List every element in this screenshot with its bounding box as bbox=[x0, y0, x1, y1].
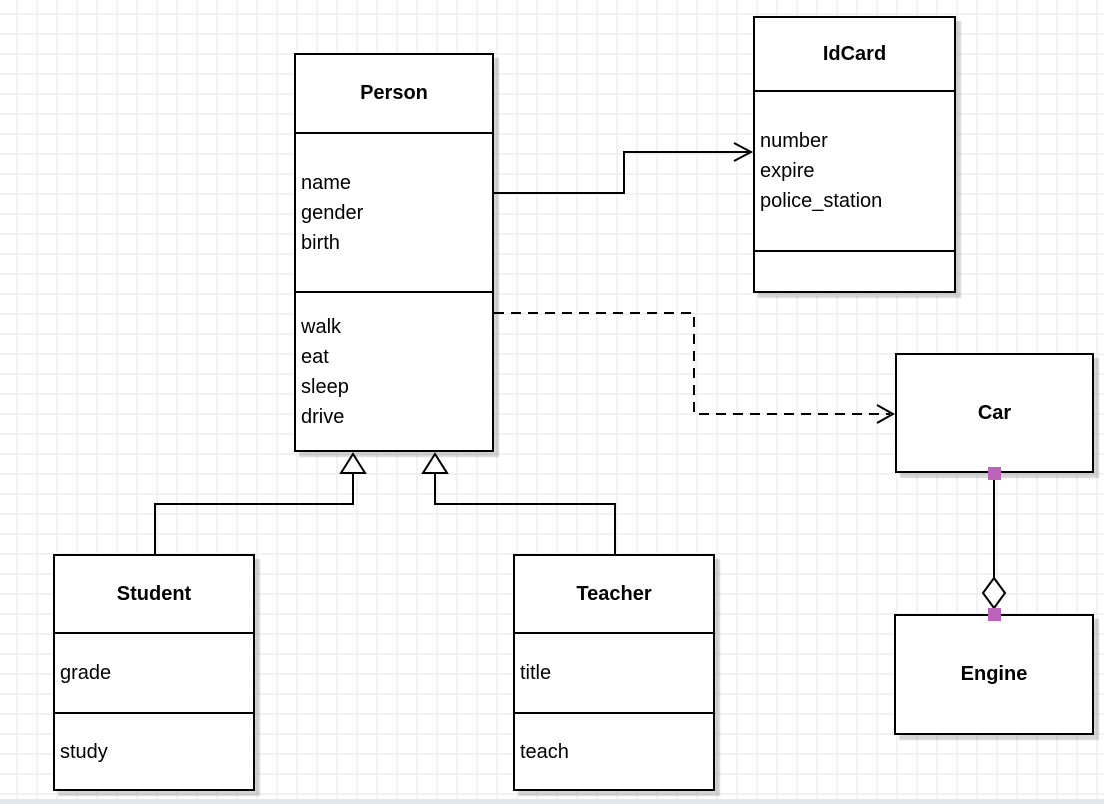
class-student-title: Student bbox=[55, 556, 253, 634]
edge-generalization-teacher-person[interactable] bbox=[421, 452, 616, 554]
class-teacher-attributes: title bbox=[515, 634, 713, 714]
attribute: grade bbox=[60, 662, 112, 684]
class-student-methods: study bbox=[55, 714, 253, 789]
edge-generalization-student-person[interactable] bbox=[154, 452, 367, 554]
class-teacher-methods: teach bbox=[515, 714, 713, 789]
class-person-attributes: name gender birth bbox=[296, 134, 492, 293]
open-arrow-icon bbox=[876, 404, 896, 424]
attribute: number bbox=[760, 130, 828, 152]
class-engine-title: Engine bbox=[960, 663, 1028, 685]
attribute: police_station bbox=[760, 190, 883, 212]
class-idcard-methods-empty bbox=[755, 252, 954, 291]
class-student[interactable]: Student grade study bbox=[53, 554, 255, 791]
method: study bbox=[60, 740, 108, 763]
attribute: title bbox=[520, 662, 552, 684]
class-person[interactable]: Person name gender birth walk eat sleep … bbox=[294, 53, 494, 452]
method: eat bbox=[301, 345, 329, 368]
class-person-title: Person bbox=[296, 55, 492, 134]
open-arrow-icon bbox=[733, 142, 754, 162]
hollow-diamond-icon bbox=[981, 576, 1007, 610]
class-car[interactable]: Car bbox=[895, 353, 1094, 473]
hollow-triangle-icon bbox=[421, 452, 449, 474]
hollow-triangle-icon bbox=[339, 452, 367, 474]
class-teacher[interactable]: Teacher title teach bbox=[513, 554, 715, 791]
attribute: gender bbox=[301, 201, 364, 224]
class-idcard-attributes: number expire police_station bbox=[755, 92, 954, 252]
class-student-attributes: grade bbox=[55, 634, 253, 714]
attribute: name bbox=[301, 171, 352, 194]
class-engine[interactable]: Engine bbox=[894, 614, 1094, 735]
class-idcard-title: IdCard bbox=[755, 18, 954, 92]
page-boundary bbox=[0, 799, 1104, 804]
edge-dependency-person-car[interactable] bbox=[494, 312, 896, 424]
attribute: birth bbox=[301, 231, 340, 254]
class-idcard[interactable]: IdCard number expire police_station bbox=[753, 16, 956, 293]
class-person-methods: walk eat sleep drive bbox=[296, 293, 492, 450]
attribute: expire bbox=[760, 160, 815, 182]
method: teach bbox=[520, 740, 569, 763]
method: sleep bbox=[301, 375, 349, 398]
method: drive bbox=[301, 405, 345, 428]
method: walk bbox=[301, 315, 342, 338]
class-car-title: Car bbox=[977, 401, 1012, 424]
class-teacher-title: Teacher bbox=[515, 556, 713, 634]
edge-association-person-idcard[interactable] bbox=[494, 142, 754, 194]
edge-aggregation-car-engine[interactable] bbox=[981, 467, 1007, 621]
